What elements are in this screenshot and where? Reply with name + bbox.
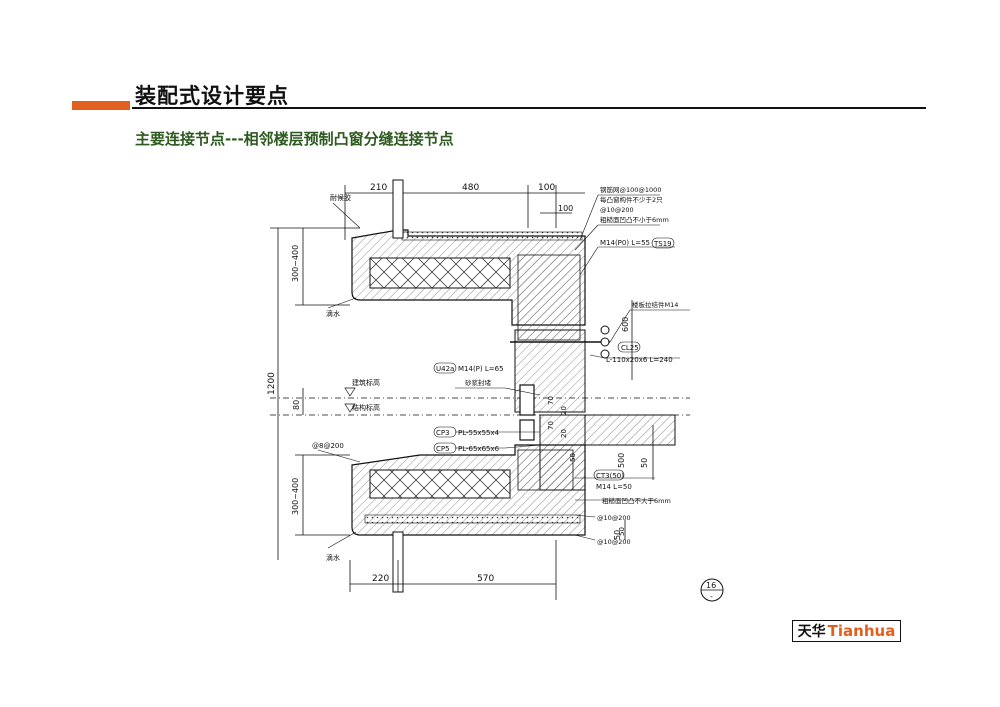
logo-cn-text: 天华 [797, 624, 826, 640]
label-sealant: 耐候胶 [330, 193, 351, 202]
callout-pl55: PL-55x55x4 [458, 429, 500, 437]
dim-bottom-570: 570 [477, 574, 494, 584]
sheet-index-symbol [700, 578, 724, 602]
tag-ct3-text: CT3(50) [596, 472, 624, 480]
right-leaders [455, 194, 690, 541]
callout-m14-p: M14(P) L=65 [458, 365, 504, 373]
title-rule [132, 107, 926, 109]
right-dimensions [624, 300, 654, 540]
tag-cp3-text: CP3 [436, 429, 450, 437]
callout-m14-l50: M14 L=50 [596, 483, 632, 491]
bottom-dimensions [349, 540, 557, 600]
callout-count: 每凸窗构件不少于2只 [600, 195, 663, 204]
label-drip-upper: 滴水 [326, 309, 340, 318]
tag-cp3 [433, 426, 457, 438]
label-structure-level: 结构标高 [352, 403, 380, 412]
dim-right-70a: 70 [547, 396, 555, 405]
lower-bay-window [351, 444, 586, 536]
dim-right-500: 500 [617, 453, 626, 468]
level-marker-icon [344, 387, 356, 397]
callout-rough-bottom: 粗糙面凹凸不大于6mm [602, 496, 671, 505]
dim-left-80: 80 [292, 400, 301, 410]
tag-cl25 [617, 341, 641, 353]
sheet-sub: - [710, 592, 713, 601]
dim-top-210: 210 [370, 183, 387, 193]
dim-right-20a: 20 [560, 406, 568, 415]
callout-tie: 楼板拉结件M14 [632, 300, 678, 309]
dim-100-small: 100 [558, 204, 573, 213]
tag-ts19 [651, 237, 675, 249]
dim-right-600: 600 [621, 317, 630, 332]
upper-bay-window [351, 229, 586, 341]
tag-u42a [433, 362, 457, 374]
label-drip-lower: 滴水 [326, 553, 340, 562]
dim-right-50a: 50 [640, 458, 649, 468]
callout-m14-p0: M14(P0) L=55 [600, 239, 650, 247]
left-leaders [317, 202, 361, 549]
logo-en-text: Tianhua [827, 622, 896, 640]
dim-left-upper: 300~400 [291, 245, 300, 282]
label-rebar-lower: @8@200 [312, 442, 344, 450]
tianhua-logo: 天华 Tianhua [792, 620, 901, 642]
dim-top-480: 480 [462, 183, 479, 193]
callout-pl65: PL-65x65x6 [458, 445, 500, 453]
tag-ts19-text: TS19 [653, 240, 672, 248]
upper-window-frame [392, 179, 404, 239]
tag-cp5-text: CP5 [436, 445, 450, 453]
tag-cl25-text: CL25 [621, 344, 639, 352]
dim-left-lower: 300~400 [291, 478, 300, 515]
dim-right-50b: 50 [613, 530, 622, 540]
sheet-number: 16 [706, 581, 716, 590]
callout-mesh: 钢筋网@100@1000 [600, 185, 661, 194]
label-building-level: 建筑标高 [352, 378, 380, 387]
top-dimensions [344, 185, 585, 240]
level-lines [270, 397, 690, 416]
tag-u42a-text: U42a [436, 365, 454, 373]
dim-left-1200: 1200 [267, 372, 277, 395]
callout-mortar: 砂浆封堵 [465, 378, 492, 387]
tag-cp5 [433, 442, 457, 454]
title-accent-bar [72, 101, 130, 110]
tag-ct3 [593, 469, 625, 481]
level-marker-icon [344, 403, 356, 413]
page-title: 装配式设计要点 [135, 84, 289, 108]
callout-rebar-bottom: @10@200 [597, 538, 631, 546]
central-wall [510, 325, 676, 491]
callout-rebar-mid: @10@200 [597, 514, 631, 522]
dim-top-100: 100 [538, 183, 555, 193]
dim-right-50c: 50 [569, 453, 577, 462]
dim-right-20b: 20 [560, 429, 568, 438]
callout-rebar-top: @10@200 [600, 206, 634, 214]
dim-right-70b: 70 [547, 421, 555, 430]
callout-angle: L-110x20x6 L=240 [606, 356, 673, 364]
dim-right-50d: 50 [618, 527, 626, 536]
left-dimensions [270, 227, 360, 560]
callout-rough-top: 粗糙面凹凸不小于6mm [600, 215, 669, 224]
dim-bottom-220: 220 [372, 574, 389, 584]
page-subtitle: 主要连接节点---相邻楼层预制凸窗分缝连接节点 [135, 130, 454, 148]
